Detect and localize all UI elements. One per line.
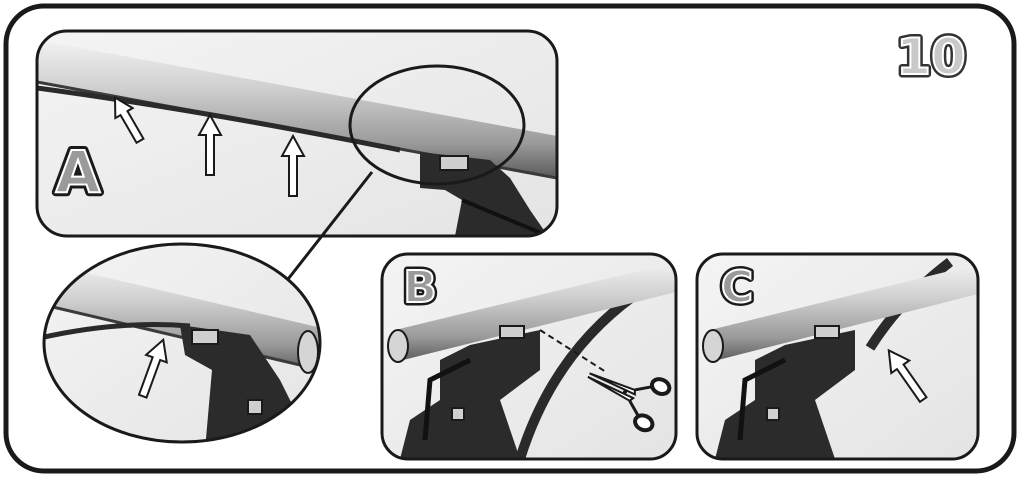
panel-c: C C (697, 254, 978, 459)
svg-text:B: B (403, 262, 437, 313)
panel-b: B B (382, 254, 676, 459)
step-number: 10 10 (896, 28, 966, 86)
svg-text:A: A (56, 138, 101, 206)
svg-text:10: 10 (896, 28, 966, 86)
panel-label-a: A A (56, 138, 101, 206)
panel-label-c: C C (721, 262, 753, 313)
panel-a: A A (37, 31, 557, 236)
panel-label-b: B B (403, 262, 437, 313)
svg-text:C: C (721, 262, 753, 313)
